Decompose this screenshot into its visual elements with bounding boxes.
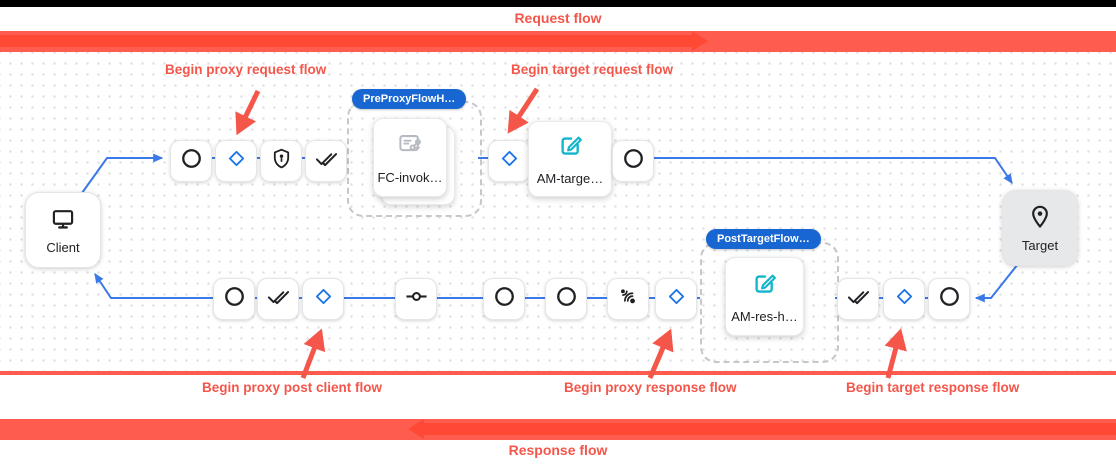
- begin-proxy-request-flow-label: Begin proxy request flow: [165, 62, 327, 77]
- begin-target-response-flow-label: Begin target response flow: [846, 380, 1020, 395]
- response-flow-label: Response flow: [508, 442, 608, 458]
- shield-icon: [270, 147, 293, 175]
- request-step-node[interactable]: [612, 140, 654, 182]
- double-check-step-node[interactable]: [305, 140, 347, 182]
- security-step-node[interactable]: [260, 140, 302, 182]
- circle-icon: [938, 285, 961, 313]
- request-step-node[interactable]: [170, 140, 212, 182]
- begin-proxy-post-client-flow-label: Begin proxy post client flow: [202, 380, 383, 395]
- request-arrow-head: [692, 31, 708, 51]
- response-arrow-head: [408, 419, 424, 439]
- circle-icon: [180, 147, 203, 175]
- double-check-step-node[interactable]: [257, 278, 299, 320]
- commit-step-node[interactable]: [395, 278, 437, 320]
- flow-editor-canvas[interactable]: [0, 52, 1116, 371]
- top-border-bar: [0, 0, 1116, 7]
- location-pin-icon: [1027, 204, 1053, 233]
- diamond-icon: [894, 286, 915, 312]
- response-step-node[interactable]: [483, 278, 525, 320]
- sensors-step-node[interactable]: [607, 278, 649, 320]
- pre-proxy-flow-hook-badge[interactable]: PreProxyFlowH…: [352, 89, 467, 109]
- circle-icon: [555, 285, 578, 313]
- double-check-step-node[interactable]: [837, 278, 879, 320]
- fc-invoke-policy-card[interactable]: FC-invok…: [373, 118, 447, 197]
- begin-proxy-post-client-diamond-node[interactable]: [302, 278, 344, 320]
- flow-callout-icon: [397, 131, 424, 163]
- target-label: Target: [1021, 237, 1059, 253]
- response-step-node[interactable]: [213, 278, 255, 320]
- edit-square-icon: [557, 132, 584, 164]
- post-target-flow-hook-badge[interactable]: PostTargetFlow…: [706, 229, 821, 249]
- am-response-policy-label: AM-res-h…: [731, 308, 798, 324]
- response-step-node[interactable]: [928, 278, 970, 320]
- canvas-bottom-red-line: [0, 371, 1116, 375]
- diamond-icon: [226, 148, 247, 174]
- fc-invoke-policy-label: FC-invok…: [377, 169, 443, 185]
- begin-target-response-diamond-node[interactable]: [883, 278, 925, 320]
- sensors-icon: [617, 285, 640, 313]
- begin-proxy-response-flow-label: Begin proxy response flow: [564, 380, 737, 395]
- request-flow-band-arrow: [0, 31, 1116, 52]
- am-target-policy-label: AM-targe…: [536, 171, 604, 186]
- diamond-icon: [499, 148, 520, 174]
- circle-icon: [223, 285, 246, 313]
- circle-icon: [493, 285, 516, 313]
- double-check-icon: [267, 285, 290, 313]
- monitor-icon: [50, 206, 76, 235]
- response-step-node[interactable]: [545, 278, 587, 320]
- diamond-icon: [313, 286, 334, 312]
- response-flow-band-arrow: [0, 419, 1116, 440]
- begin-proxy-response-diamond-node[interactable]: [655, 278, 697, 320]
- circle-icon: [622, 147, 645, 175]
- request-arrow-body: [0, 35, 692, 47]
- edit-square-icon: [751, 270, 778, 302]
- double-check-icon: [315, 147, 338, 175]
- request-flow-label: Request flow: [514, 10, 602, 26]
- client-endpoint-node[interactable]: Client: [25, 192, 101, 268]
- begin-target-request-diamond-node[interactable]: [488, 140, 530, 182]
- double-check-icon: [847, 285, 870, 313]
- am-target-policy-card[interactable]: AM-targe…: [528, 121, 612, 197]
- commit-icon: [405, 285, 428, 313]
- target-endpoint-node[interactable]: Target: [1002, 190, 1078, 266]
- response-arrow-body: [424, 423, 1116, 435]
- begin-proxy-request-diamond-node[interactable]: [215, 140, 257, 182]
- am-response-policy-card[interactable]: AM-res-h…: [725, 257, 804, 336]
- diamond-icon: [666, 286, 687, 312]
- client-label: Client: [46, 239, 80, 255]
- begin-target-request-flow-label: Begin target request flow: [511, 62, 674, 77]
